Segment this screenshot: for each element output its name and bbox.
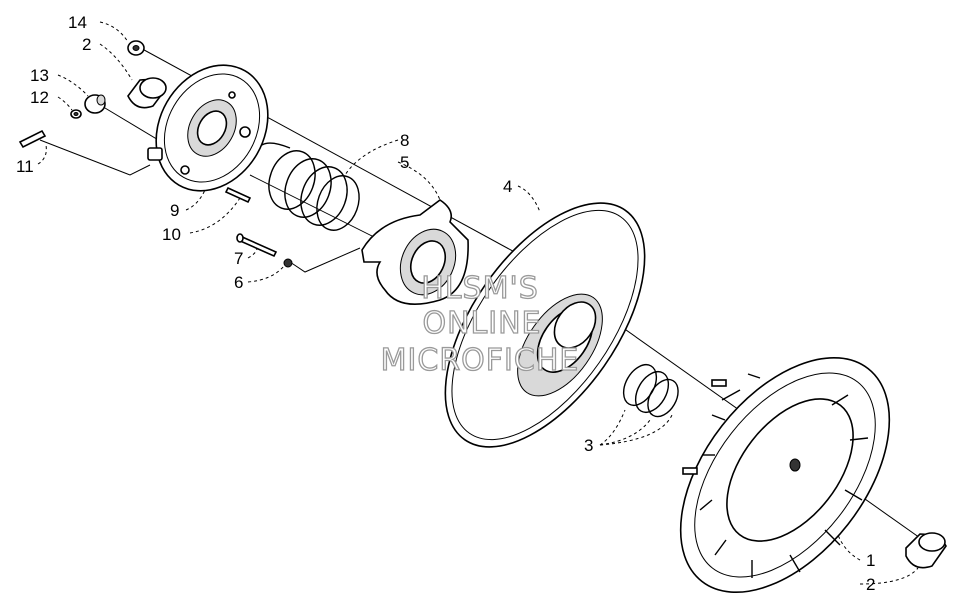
callout-2-upper: 2 <box>82 35 91 54</box>
callout-13: 13 <box>30 66 49 85</box>
callout-1: 1 <box>866 551 875 570</box>
callout-labels: 14 2 13 12 11 9 10 7 6 8 5 4 3 1 2 <box>16 13 875 594</box>
coil-spring <box>261 142 360 231</box>
callout-12: 12 <box>30 88 49 107</box>
watermark-line-3: MICROFICHE <box>381 343 580 378</box>
callout-14: 14 <box>68 13 87 32</box>
spider-part-8 <box>361 199 469 306</box>
callout-6: 6 <box>234 273 243 292</box>
callout-4: 4 <box>503 177 512 196</box>
nut-part-6 <box>283 258 293 268</box>
bushing-part-2-lower <box>905 532 947 569</box>
bolt-part-7 <box>236 233 278 258</box>
callout-7: 7 <box>234 249 243 268</box>
callout-2-lower: 2 <box>866 575 875 594</box>
nut-part-14 <box>127 40 145 56</box>
callout-11: 11 <box>16 157 34 176</box>
callout-3: 3 <box>584 436 593 455</box>
watermark-line-1: HLSM'S <box>421 271 539 306</box>
watermark: HLSM'S ONLINE MICROFICHE <box>380 270 580 378</box>
cam-plate <box>147 64 269 192</box>
washer-part-12 <box>70 109 82 119</box>
callout-10: 10 <box>162 225 181 244</box>
bushing-part-2-upper <box>127 77 167 109</box>
cap-part-13 <box>84 94 106 114</box>
pin-part-11 <box>18 129 47 149</box>
callout-9: 9 <box>170 201 179 220</box>
callout-5: 5 <box>400 153 409 172</box>
fixed-sheave-part-1 <box>679 356 891 594</box>
watermark-line-2: ONLINE <box>422 306 541 341</box>
sheave-part-4 <box>444 202 646 448</box>
springs-part-3 <box>622 364 679 418</box>
spring-pin-part-9 <box>224 186 252 204</box>
callout-8: 8 <box>400 131 409 150</box>
